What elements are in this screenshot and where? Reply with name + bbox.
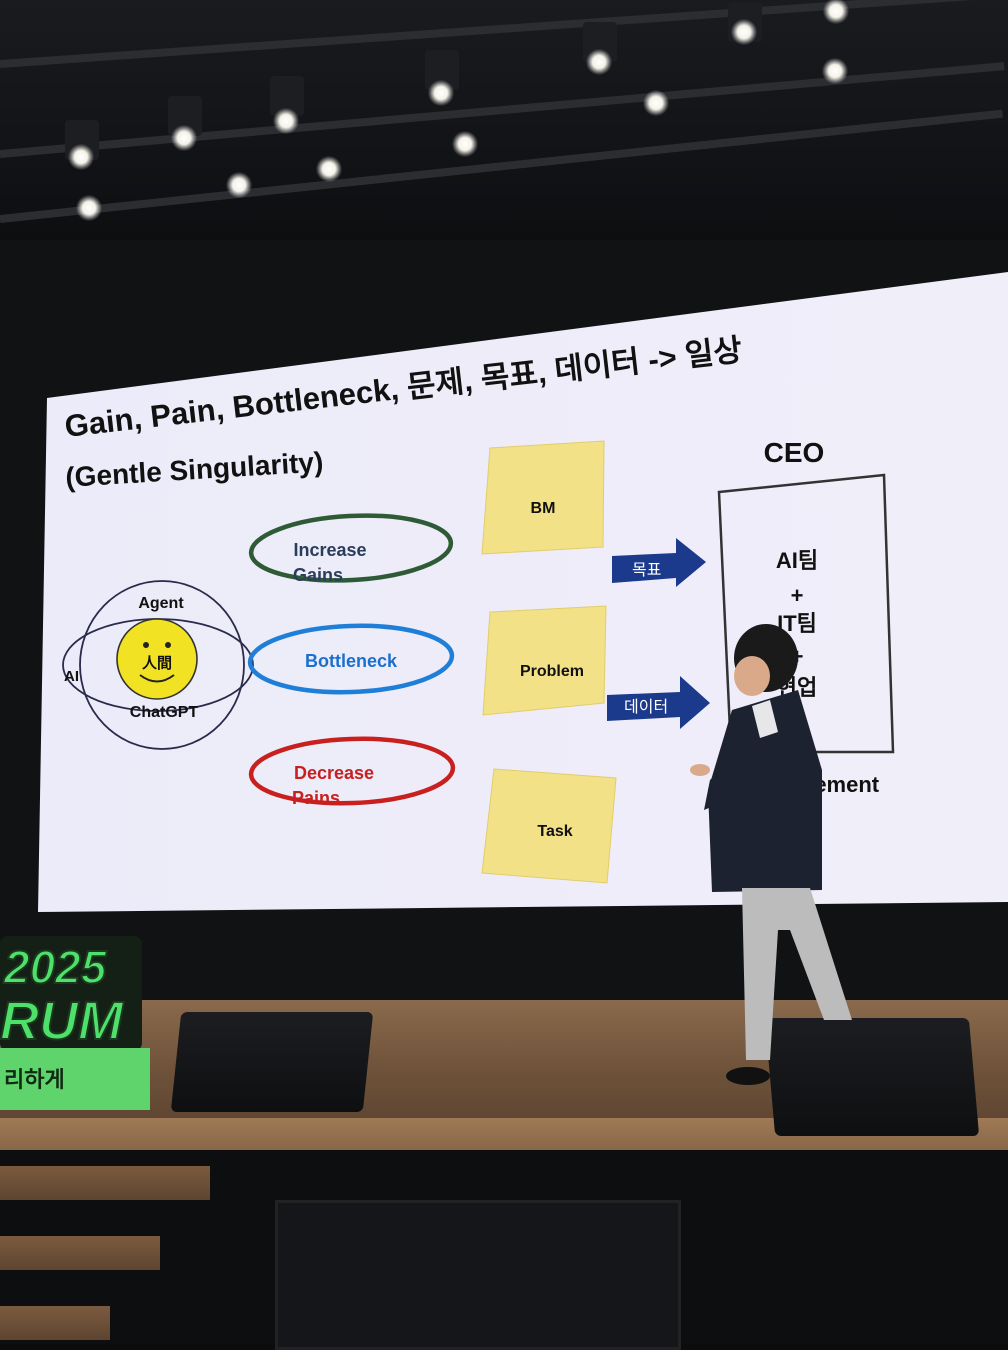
presenter-shoe <box>726 1067 770 1085</box>
sign-year: 2025 <box>3 940 107 994</box>
sticky-note-problem: Problem <box>482 605 607 716</box>
increase-gains-oval: Increase Gains <box>248 513 454 585</box>
smiley-eye <box>165 642 171 648</box>
presenter <box>690 624 852 1085</box>
note-task-label: Task <box>537 823 572 840</box>
stage-step <box>0 1166 210 1200</box>
smiley-icon <box>116 618 198 700</box>
presenter-face <box>734 656 770 696</box>
ceo-box <box>717 473 895 754</box>
stage-light <box>428 80 454 106</box>
stage-light <box>643 90 669 116</box>
bottleneck-oval: Bottleneck <box>247 623 455 695</box>
goal-arrow: 목표 <box>612 538 706 587</box>
sign-tagline: 리하게 <box>4 1067 65 1092</box>
ceo-label: CEO <box>764 437 825 468</box>
presenter-trousers <box>742 888 852 1060</box>
stage-light <box>822 58 848 84</box>
goal-arrow-label: 목표 <box>632 562 661 579</box>
stage-light <box>586 49 612 75</box>
stage-light <box>68 144 94 170</box>
venn-label-chatgpt: ChatGPT <box>130 704 199 721</box>
venn-circle <box>79 580 245 750</box>
sign-base <box>0 1048 150 1110</box>
foreground-monitor <box>275 1200 681 1350</box>
sticky-note-bm: BM <box>481 440 605 555</box>
forum-sign: 2025 RUM 리하게 <box>0 936 150 1111</box>
gains-label: Gains <box>293 565 343 585</box>
decrease-pains-oval: Decrease Pains <box>248 736 456 808</box>
pains-label: Pains <box>292 788 340 808</box>
stage-light <box>171 125 197 151</box>
ceo-ai-team: AI팀 <box>776 548 818 573</box>
venn-diagram: 人間 Agent AI ChatGPT <box>62 580 254 750</box>
ceiling <box>0 0 1008 260</box>
presenter-jacket <box>708 690 822 892</box>
stage-light <box>731 19 757 45</box>
stage-light <box>316 156 342 182</box>
data-arrow-label: 데이터 <box>624 698 668 716</box>
venn-label-ai: AI <box>64 668 79 685</box>
stage-step <box>0 1306 110 1340</box>
note-bm-label: BM <box>531 500 556 517</box>
ceo-plus-1: + <box>791 583 804 608</box>
presenter-shirt <box>752 700 778 738</box>
venn-center-label: 人間 <box>142 655 172 672</box>
presenter-arm <box>704 760 738 810</box>
data-arrow: 데이터 <box>607 676 710 729</box>
sign-backing <box>0 936 142 1051</box>
note-problem-label: Problem <box>520 663 584 680</box>
stage-light <box>452 131 478 157</box>
smiley-mouth <box>139 674 175 683</box>
sign-word: RUM <box>0 990 124 1052</box>
sticky-note-task: Task <box>481 768 617 884</box>
bottleneck-label: Bottleneck <box>305 651 398 671</box>
stage-light <box>823 0 849 24</box>
stage-speaker <box>170 1012 374 1112</box>
stage-light <box>273 108 299 134</box>
stage-light <box>76 195 102 221</box>
presenter-hand <box>690 764 710 776</box>
stage-step <box>0 1236 160 1270</box>
smiley-eye <box>143 642 149 648</box>
stage-light <box>226 172 252 198</box>
increase-label: Increase <box>293 540 366 560</box>
venn-label-agent: Agent <box>138 595 184 612</box>
decrease-label: Decrease <box>294 763 374 783</box>
